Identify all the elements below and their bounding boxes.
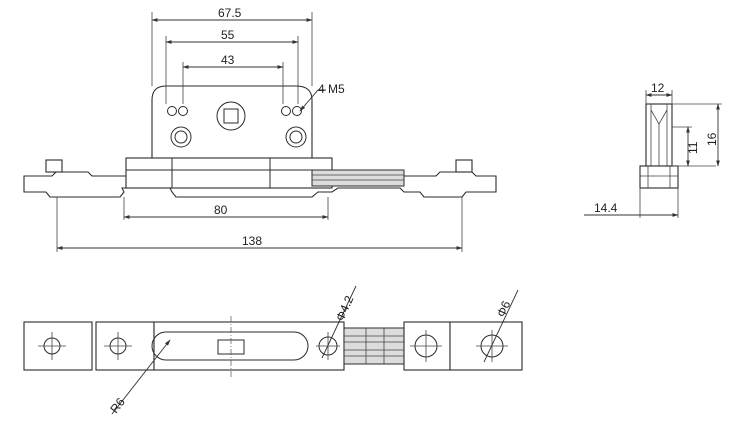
side-body-base (639, 165, 679, 189)
dim-label-phi-4-2: Φ4.2 (333, 293, 357, 323)
m5-hole-right-upper-a (281, 106, 291, 116)
dim-label-43: 43 (221, 53, 235, 67)
dim-label-67-5: 67.5 (218, 6, 242, 20)
front-mount-block (151, 85, 313, 159)
square-drive-boss (216, 101, 246, 131)
hole-right-large (285, 126, 307, 148)
dim-label-14-4: 14.4 (594, 201, 618, 215)
callout-leader-m5 (299, 89, 326, 112)
top-strip-spline (343, 327, 405, 365)
dim-label-55: 55 (221, 28, 235, 42)
long-slot (151, 331, 309, 361)
leader-r6 (111, 339, 171, 415)
side-view: 12 11 16 14.4 (584, 81, 722, 218)
dim-label-138: 138 (242, 234, 262, 248)
front-tab-right (455, 159, 473, 173)
dim-label-phi-6: Φ6 (494, 298, 514, 319)
dim-label-80: 80 (214, 203, 228, 217)
front-tab-left (45, 159, 63, 173)
dim-label-16: 16 (705, 132, 719, 146)
m5-hole-left-upper-a (167, 106, 177, 116)
leader-phi-6 (483, 289, 519, 363)
m5-hole-left-upper-b (178, 106, 188, 116)
front-housing (125, 157, 333, 189)
top-view: Φ4.2 Φ6 R6 (23, 285, 523, 416)
hole-left-large (170, 126, 192, 148)
front-slide-bar (311, 169, 405, 187)
callout-label-m5: 4 M5 (318, 82, 345, 96)
dim-label-12: 12 (651, 81, 665, 95)
top-strip-center (153, 321, 345, 371)
leader-phi-4-2 (321, 285, 357, 359)
square-drive (223, 108, 239, 124)
front-view: 67.5 55 43 80 138 4 M5 (23, 6, 497, 252)
dim-label-11: 11 (686, 141, 700, 154)
